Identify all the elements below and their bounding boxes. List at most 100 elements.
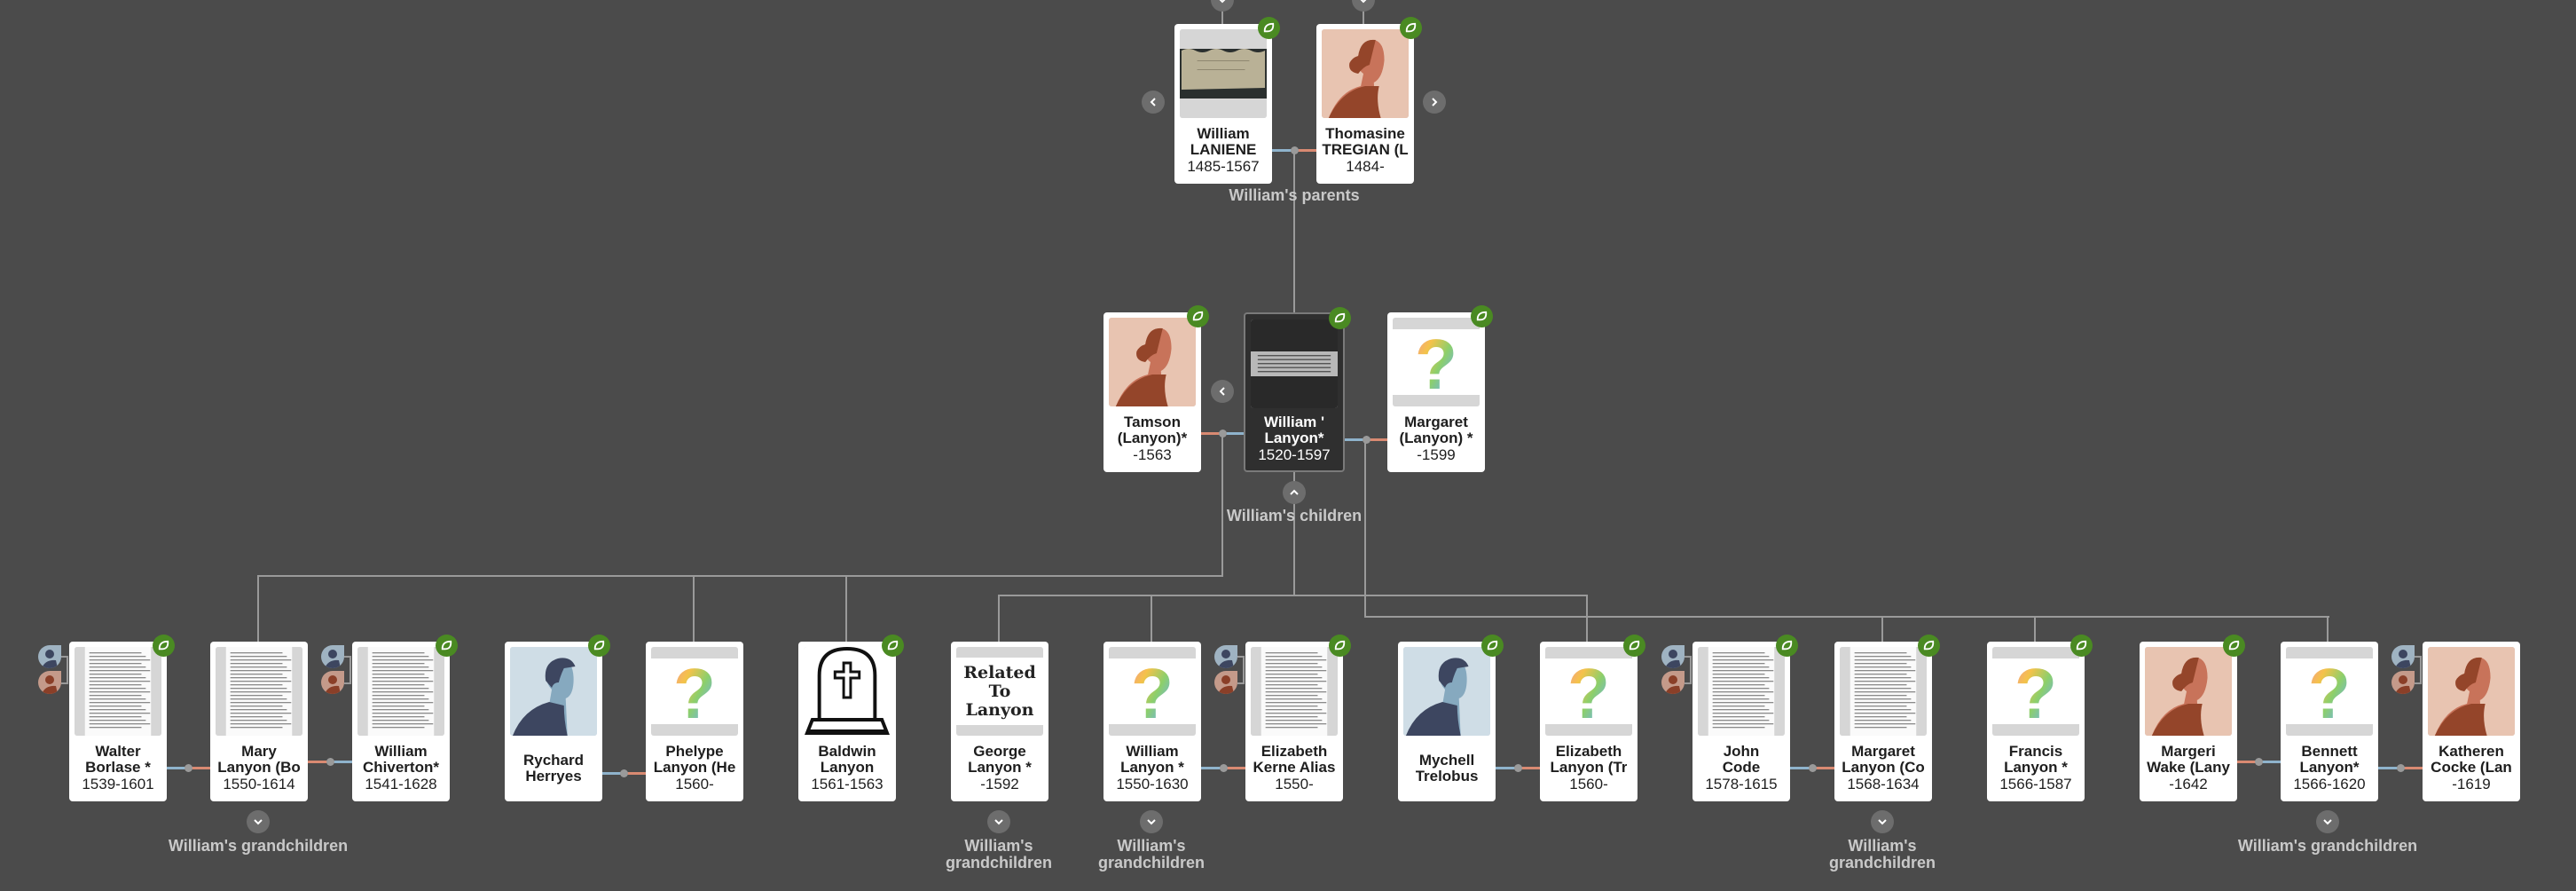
question-photo: ? xyxy=(651,647,738,736)
spouse-connector xyxy=(330,761,352,763)
person-dates: -1592 xyxy=(980,776,1019,792)
person-name: Lanyon* xyxy=(1264,430,1324,446)
mother-avatar-icon[interactable] xyxy=(2391,671,2415,694)
record-hint-leaf-icon[interactable] xyxy=(2070,635,2093,657)
person-card-ta[interactable]: Tamson(Lanyon)*-1563 xyxy=(1103,305,1209,472)
expand-grandchildren-chevron-icon[interactable] xyxy=(987,810,1010,833)
record-hint-leaf-icon[interactable] xyxy=(1481,635,1504,657)
grandchildren-label: William's grandchildren xyxy=(1097,837,1205,871)
grandchildren-label: William's grandchildren xyxy=(2237,837,2418,855)
record-hint-leaf-icon[interactable] xyxy=(1471,305,1493,327)
previous-parents-arrow-icon[interactable] xyxy=(1142,91,1165,114)
mother-avatar-icon[interactable] xyxy=(38,671,61,694)
person-name: Lanyon (Tr xyxy=(1550,760,1628,776)
record-hint-leaf-icon[interactable] xyxy=(436,635,458,657)
father-avatar-icon[interactable] xyxy=(321,645,344,668)
person-card-wc[interactable]: William 'Lanyon*1520-1597 xyxy=(1244,307,1351,472)
question-photo: ? xyxy=(1992,647,2079,736)
person-dates: 1485-1567 xyxy=(1187,158,1260,175)
person-details: Tamson(Lanyon)*-1563 xyxy=(1105,412,1199,467)
person-dates: 1550-1630 xyxy=(1116,776,1189,792)
connector-line xyxy=(693,575,695,642)
father-avatar-icon[interactable] xyxy=(2391,645,2415,668)
father-avatar-icon[interactable] xyxy=(1661,645,1685,668)
record-hint-leaf-icon[interactable] xyxy=(1329,635,1351,657)
record-hint-leaf-icon[interactable] xyxy=(1400,17,1422,39)
spouse-junction-dot xyxy=(2396,764,2405,772)
father-avatar-icon[interactable] xyxy=(1214,645,1237,668)
expand-ancestors-chevron-icon[interactable] xyxy=(1211,0,1234,12)
person-name: Margaret xyxy=(1851,744,1915,760)
person-name: Mary xyxy=(241,744,277,760)
mother-avatar-icon[interactable] xyxy=(1214,671,1237,694)
record-hint-leaf-icon[interactable] xyxy=(588,635,610,657)
expand-ancestors-chevron-icon[interactable] xyxy=(1352,0,1375,12)
person-name: TREGIAN (L xyxy=(1322,142,1409,158)
parents-bracket xyxy=(1685,656,1691,658)
connector-line xyxy=(1221,432,1223,576)
person-name: Trelobus xyxy=(1415,769,1479,785)
document-photo xyxy=(1251,647,1338,736)
manuscript-photo xyxy=(1251,319,1338,408)
parents-bracket xyxy=(344,656,350,658)
record-hint-leaf-icon[interactable] xyxy=(1623,635,1645,657)
connector-line xyxy=(1151,595,1152,642)
document-photo xyxy=(216,647,302,736)
previous-spouse-arrow-icon[interactable] xyxy=(1211,380,1234,403)
record-hint-leaf-icon[interactable] xyxy=(1187,305,1209,327)
mother-avatar-icon[interactable] xyxy=(321,671,344,694)
next-parents-arrow-icon[interactable] xyxy=(1423,91,1446,114)
record-hint-leaf-icon[interactable] xyxy=(1329,307,1351,329)
record-hint-leaf-icon[interactable] xyxy=(882,635,904,657)
expand-grandchildren-chevron-icon[interactable] xyxy=(1140,810,1163,833)
person-card-ma[interactable]: ?Margaret(Lanyon) *-1599 xyxy=(1387,305,1493,472)
expand-grandchildren-chevron-icon[interactable] xyxy=(247,810,270,833)
connector-line xyxy=(1364,616,2329,618)
person-name: Walter xyxy=(95,744,141,760)
spouse-connector xyxy=(1518,767,1540,769)
expand-grandchildren-chevron-icon[interactable] xyxy=(1871,810,1894,833)
spouse-connector xyxy=(188,767,210,769)
person-dates: 1520-1597 xyxy=(1258,446,1331,463)
person-name: (Lanyon)* xyxy=(1117,430,1188,446)
record-hint-leaf-icon[interactable] xyxy=(1776,635,1798,657)
expand-grandchildren-chevron-icon[interactable] xyxy=(2316,810,2339,833)
svg-text:?: ? xyxy=(2308,653,2351,733)
collapse-children-chevron-icon[interactable] xyxy=(1283,481,1306,504)
spouse-connector xyxy=(1496,767,1518,769)
record-hint-leaf-icon[interactable] xyxy=(1258,17,1280,39)
father-avatar-icon[interactable] xyxy=(38,645,61,668)
spouse-connector xyxy=(167,767,189,769)
mother-avatar-icon[interactable] xyxy=(1661,671,1685,694)
record-hint-leaf-icon[interactable] xyxy=(153,635,175,657)
parents-bracket xyxy=(1237,682,1244,684)
record-hint-leaf-icon[interactable] xyxy=(1918,635,1940,657)
record-hint-leaf-icon[interactable] xyxy=(2223,635,2245,657)
person-name: William xyxy=(1197,126,1250,142)
person-name: William xyxy=(374,744,428,760)
person-name: Lanyon (He xyxy=(653,760,736,776)
